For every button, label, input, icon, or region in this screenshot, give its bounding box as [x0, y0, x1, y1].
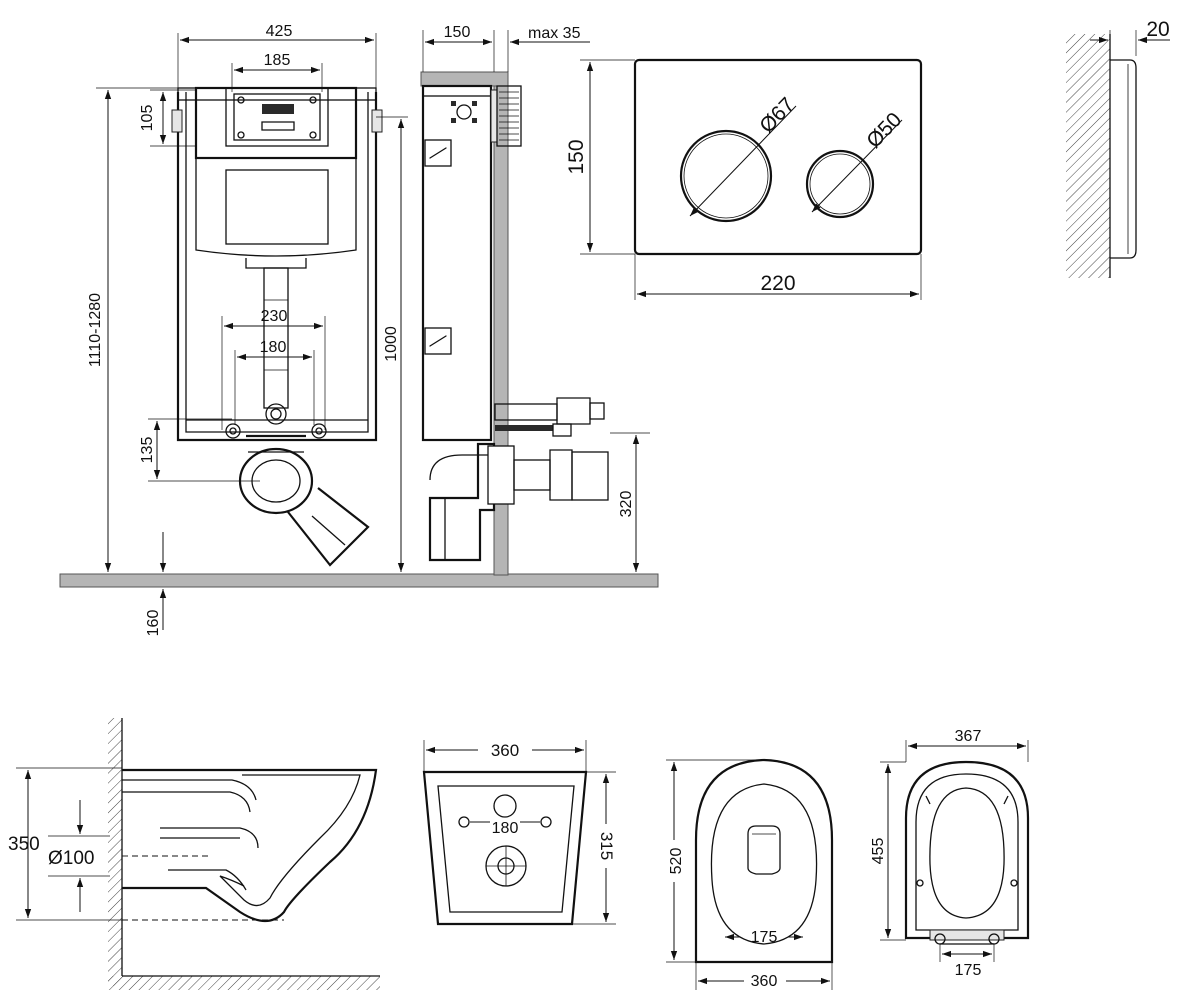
- frame-outline: [176, 92, 378, 442]
- plate-height-label: 150: [565, 139, 588, 174]
- bowl-width-label: 360: [751, 973, 778, 990]
- toilet-top-view: 175 520 360: [664, 758, 834, 990]
- seat-outline: [904, 760, 1030, 940]
- big-button-label: Ø67: [755, 93, 799, 138]
- floor-offset-label: 160: [145, 610, 162, 637]
- frame-width-label: 425: [266, 23, 293, 40]
- back-width-label: 360: [491, 741, 519, 760]
- floor-slab: [59, 573, 659, 588]
- toilet-bowl-top: [694, 758, 834, 964]
- back-height-label: 315: [597, 832, 616, 860]
- toilet-height-label: 350: [8, 834, 40, 855]
- toilet-back-view: 180 360 315: [422, 740, 617, 926]
- side-dimensions: 150 max 35 1000 320: [376, 24, 650, 572]
- bowl-length-label: 520: [668, 848, 685, 875]
- seat-length-label: 455: [870, 838, 887, 865]
- side-depth-label: 150: [444, 24, 471, 41]
- outlet-height-label: 320: [618, 491, 635, 518]
- plate-width-label: 220: [760, 272, 795, 295]
- bolt-spacing-label: 180: [492, 820, 519, 837]
- side-wall-label: max 35: [528, 25, 581, 42]
- top-opening-label: 185: [264, 52, 291, 69]
- cistern-top: [194, 86, 358, 160]
- drain-offset-label: 135: [139, 437, 156, 464]
- toilet-side-dimensions: 350 Ø100: [8, 767, 122, 921]
- side-height-label: 1000: [383, 326, 400, 362]
- side-actuator: [496, 85, 522, 147]
- plate-thickness-label: 20: [1146, 18, 1169, 41]
- cistern-panel: [225, 169, 329, 245]
- install-height-label: 1110-1280: [87, 293, 104, 367]
- flush-plate-body: [633, 58, 923, 256]
- frame-side-view: [420, 71, 609, 576]
- side-outlet: [571, 451, 609, 501]
- frame-dimensions: 425 185 105 1110-1280 230 180 135 160: [87, 23, 377, 637]
- flush-pipe: [263, 267, 289, 409]
- top-offset-label: 105: [139, 105, 156, 132]
- bracket-spacing-label: 230: [261, 308, 288, 325]
- side-frame: [421, 84, 493, 442]
- pipe-spacing-label: 180: [260, 339, 287, 356]
- seat-bolts-label: 175: [955, 962, 982, 979]
- toilet-side-view: [108, 718, 380, 990]
- toilet-bowl-side: [122, 768, 378, 923]
- toilet-seat: 367 455 175: [870, 728, 1030, 979]
- bowl-bolts-label: 175: [751, 929, 778, 946]
- small-button-label: Ø50: [862, 108, 906, 153]
- flush-plate: Ø67 Ø50 150 220: [565, 58, 923, 300]
- small-button: [805, 149, 875, 219]
- plate-profile: 20: [1066, 18, 1170, 278]
- seat-width-label: 367: [955, 728, 982, 745]
- frame-front-view: [59, 86, 659, 588]
- big-button: [679, 129, 773, 223]
- toilet-outlet-label: Ø100: [48, 848, 94, 869]
